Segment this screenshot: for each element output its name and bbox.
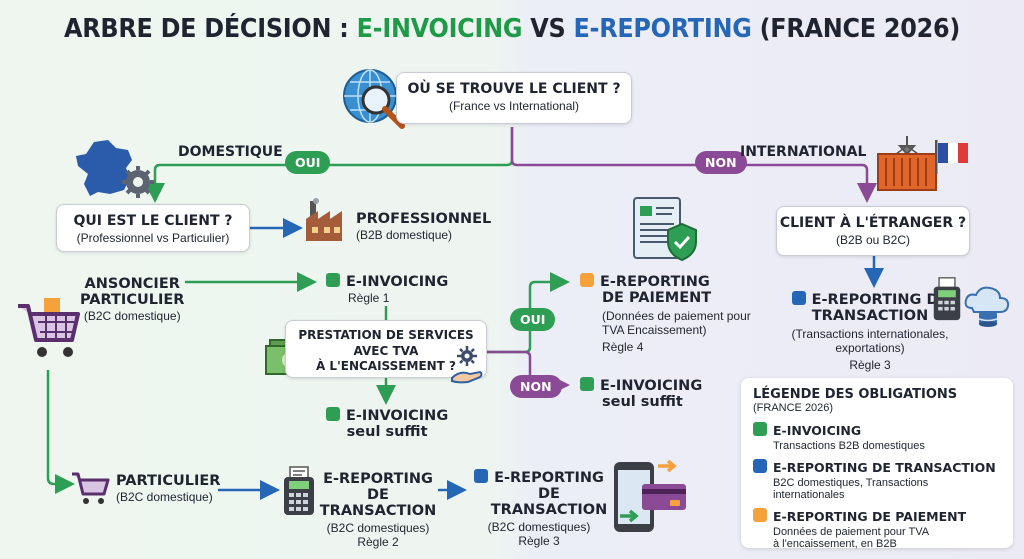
blue-square-icon <box>474 469 489 483</box>
professional-label: PROFESSIONNEL (B2B domestique) <box>356 211 492 242</box>
factory-icon <box>306 198 342 241</box>
france-map-gear-icon <box>76 140 154 198</box>
payment-terminal-icon <box>284 466 314 515</box>
branch-no-badge: NON <box>695 151 747 174</box>
invoice-shield-icon <box>633 197 697 262</box>
services-question: PRESTATION DE SERVICES AVEC TVA À L'ENCA… <box>285 320 487 378</box>
root-question: OÙ SE TROUVE LE CLIENT ? (France vs Inte… <box>396 72 632 124</box>
international-ereporting: E-REPORTING DE TRANSACTION (Transactions… <box>791 291 949 372</box>
green-square-icon <box>580 377 594 391</box>
einvoicing-only-2: E-INVOICING seul suffit <box>580 377 702 411</box>
france-flag-icon <box>935 140 968 174</box>
abroad-question: CLIENT À L'ÉTRANGER ? (B2B ou B2C) <box>776 206 970 256</box>
small-cart-icon <box>72 472 110 504</box>
branch-yes-badge: OUI <box>285 151 331 174</box>
globe-magnifier-icon <box>343 69 405 129</box>
page-title: ARBRE DE DÉCISION : E-INVOICING VS E-REP… <box>63 14 960 44</box>
green-square-icon <box>326 273 340 287</box>
green-square-icon <box>326 407 340 421</box>
green-square-icon <box>753 422 767 436</box>
container-crane-icon <box>877 136 937 191</box>
gear-icon <box>457 346 477 366</box>
legend-item-payment: E-REPORTING DE PAIEMENT Données de paiem… <box>753 508 1001 550</box>
client-type-question: QUI EST LE CLIENT ? (Professionnel vs Pa… <box>56 204 250 252</box>
legend-item-transaction: E-REPORTING DE TRANSACTION B2C domestiqu… <box>753 459 1001 501</box>
blue-square-icon <box>753 459 767 473</box>
services-no-badge: NON <box>510 375 562 398</box>
services-yes-badge: OUI <box>510 308 556 331</box>
einvoicing-only-1: E-INVOICING seul suffit <box>326 407 448 441</box>
line-cart-individual <box>46 370 75 494</box>
einvoicing-rule1: E-INVOICING Règle 1 <box>326 273 448 305</box>
ansoncier-label: ANSONCIER PARTICULIER (B2C domestique) <box>80 276 185 323</box>
blue-square-icon <box>791 291 806 305</box>
individual-label: PARTICULIER (B2C domestique) <box>116 473 221 504</box>
phone-card-icon <box>614 459 686 532</box>
orange-square-icon <box>580 273 594 287</box>
obligations-legend: LÉGENDE DES OBLIGATIONS (FRANCE 2026) E-… <box>741 378 1013 550</box>
payment-ereporting: E-REPORTING DE PAIEMENT (Données de paie… <box>580 273 751 354</box>
orange-square-icon <box>753 508 767 522</box>
line-root-international <box>510 127 877 203</box>
branch-domestic-label: DOMESTIQUE <box>178 144 283 160</box>
shopping-cart-icon <box>18 298 80 357</box>
transaction-ereporting-rule3-domestic: E-REPORTING DE TRANSACTION (B2C domestiq… <box>464 469 614 549</box>
legend-item-einvoicing: E-INVOICING Transactions B2B domestiques <box>753 422 1001 452</box>
hand-icon <box>451 370 483 384</box>
cloud-database-icon <box>964 286 1010 327</box>
payment-terminal-icon <box>933 277 961 321</box>
line-root-domestic <box>145 127 514 203</box>
transaction-ereporting-rule2: E-REPORTING DE TRANSACTION (B2C domestiq… <box>319 471 437 550</box>
branch-international-label: INTERNATIONAL <box>740 144 867 160</box>
